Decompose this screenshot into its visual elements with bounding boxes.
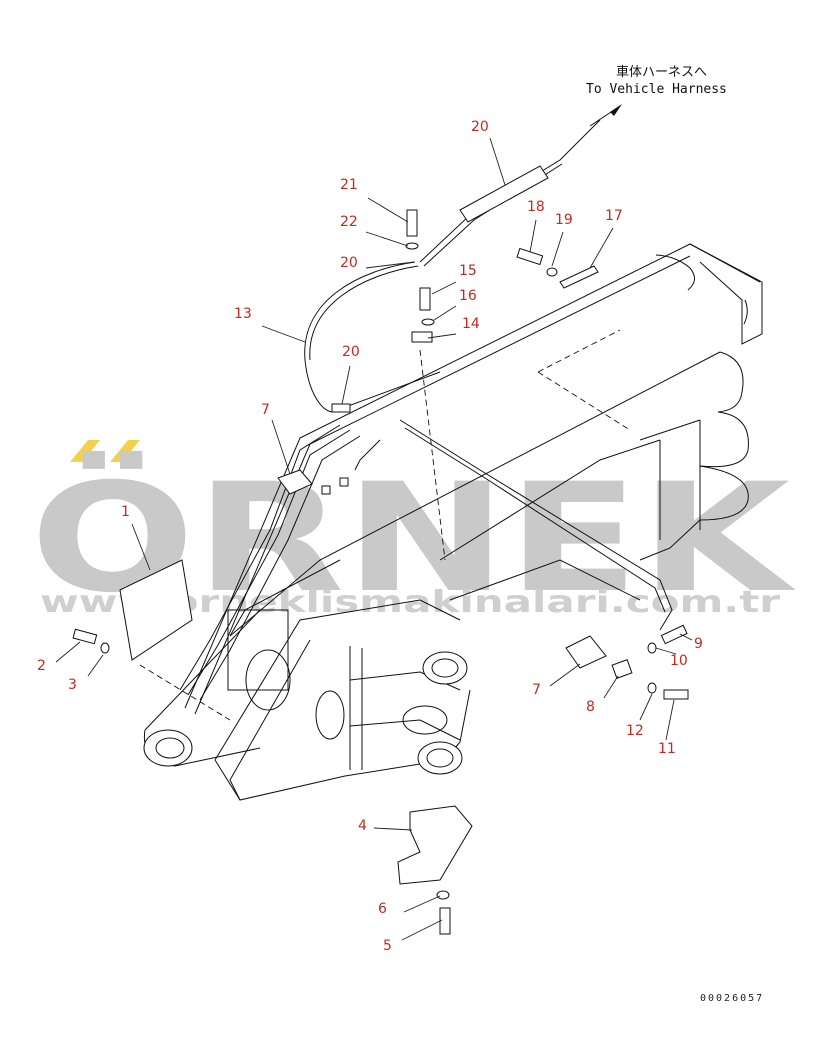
boom-structure (139, 243, 763, 801)
part-10-washer (647, 642, 657, 654)
watermark-accent-mark (110, 440, 140, 462)
part-20-clip (331, 403, 351, 413)
callout-label: 8 (586, 699, 595, 715)
part-16-washer (421, 318, 435, 326)
callout-label: 19 (555, 212, 573, 228)
part-18-bolt (516, 247, 544, 266)
callout-label: 14 (462, 316, 480, 332)
part-3-washer (100, 642, 110, 654)
callout-label: 7 (261, 402, 270, 418)
callout-label: 13 (234, 306, 252, 322)
lower-pin-boss (417, 741, 463, 775)
part-12-washer (647, 682, 657, 694)
callout-label: 16 (459, 288, 477, 304)
direction-arrow-head (610, 104, 622, 116)
callout-label: 5 (383, 938, 392, 954)
part-8-connector-block (611, 659, 633, 679)
callout-label: 12 (626, 723, 644, 739)
callout-label: 17 (605, 208, 623, 224)
part-5-bolt (439, 907, 451, 935)
part-14-clamp (411, 331, 433, 343)
part-7-connector-right (565, 635, 607, 669)
part-6-washer (436, 890, 450, 900)
callout-label: 20 (471, 119, 489, 135)
callout-label: 18 (527, 199, 545, 215)
part-4-bracket (397, 805, 473, 885)
callout-label: 20 (342, 344, 360, 360)
connector-plug (321, 485, 331, 495)
foot-pin-boss (143, 729, 193, 767)
callout-labels: 20 21 22 20 18 19 17 15 16 14 13 20 7 1 … (37, 119, 703, 954)
part-15-bolt (419, 287, 431, 311)
part-7-connector-left (277, 469, 313, 495)
leader-lines (55, 137, 693, 941)
header-japanese: 車体ハーネスへ (616, 65, 707, 80)
header-english: To Vehicle Harness (586, 82, 727, 97)
callout-label: 15 (459, 263, 477, 279)
callout-label: 1 (121, 504, 130, 520)
part-19-washer (546, 267, 558, 277)
callout-label: 7 (532, 682, 541, 698)
drawing-code: 00026057 (700, 993, 764, 1004)
callout-label: 11 (658, 741, 676, 757)
part-11-bolt (663, 689, 689, 700)
callout-label: 3 (68, 677, 77, 693)
callout-label: 4 (358, 818, 367, 834)
callout-label: 10 (670, 653, 688, 669)
upper-pin-boss (422, 651, 468, 685)
callout-label: 22 (340, 214, 358, 230)
callout-label: 6 (378, 901, 387, 917)
part-1-cover-plate (119, 559, 193, 661)
part-17-plate (559, 265, 599, 289)
part-21-bolt (406, 209, 418, 237)
callout-label: 2 (37, 658, 46, 674)
part-22-washer (405, 242, 419, 250)
watermark-accent-mark (70, 440, 100, 462)
part-2-bolt (72, 628, 98, 645)
part-9-bolt (660, 624, 688, 645)
callout-label: 21 (340, 177, 358, 193)
callout-label: 9 (694, 636, 703, 652)
harness-routing (179, 119, 673, 701)
part-20-sleeve (459, 165, 549, 223)
callout-label: 20 (340, 255, 358, 271)
connector-plug (339, 477, 349, 487)
